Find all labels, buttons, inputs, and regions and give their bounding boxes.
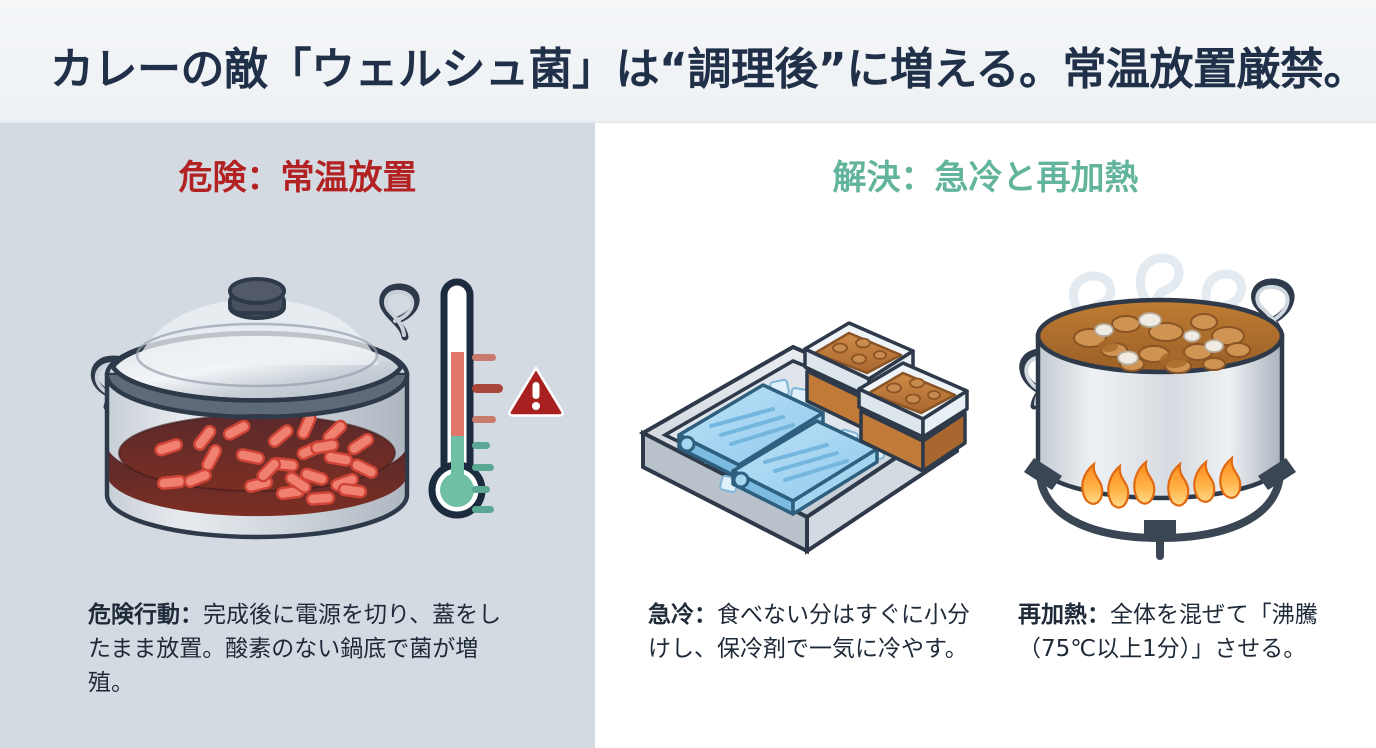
caption-danger-label: 危険行動： <box>88 602 203 628</box>
curry-bubbles <box>1073 312 1251 374</box>
page-title: カレーの敵「ウェルシュ菌」は“調理後”に増える。常温放置厳禁。 <box>50 44 1368 95</box>
caption-danger: 危険行動：完成後に電源を切り、蓋をしたまま放置。酸素のない鍋底で菌が増殖。 <box>88 598 508 700</box>
caption-rapid-cooling-body: 食べない分はすぐに小分けし、保冷剤で一気に冷やす。 <box>648 602 970 663</box>
container-stack-front <box>857 361 969 473</box>
header-bar: カレーの敵「ウェルシュ菌」は“調理後”に増える。常温放置厳禁。 <box>0 0 1376 123</box>
pot-handle-right <box>379 283 420 341</box>
heading-solution: 解決：急冷と再加熱 <box>832 158 1139 198</box>
illustration-reheating-pot <box>1008 232 1318 560</box>
illustration-thermometer <box>428 278 492 528</box>
caption-danger-body: 完成後に電源を切り、蓋をしたまま放置。酸素のない鍋底で菌が増殖。 <box>88 602 502 697</box>
thermometer-fill <box>440 352 474 507</box>
warning-triangle-icon <box>508 365 564 417</box>
heading-danger: 危険：常温放置 <box>178 158 417 198</box>
caption-rapid-cooling-label: 急冷： <box>648 602 717 628</box>
container-stack-back <box>803 321 915 433</box>
illustration-covered-pot <box>90 255 425 555</box>
burner-legs <box>1024 458 1296 534</box>
caption-reheating: 再加熱：全体を混ぜて「沸騰（75℃以上1分）」させる。 <box>1018 598 1348 666</box>
caption-reheating-label: 再加熱： <box>1018 602 1110 628</box>
pot-lid <box>110 277 404 403</box>
illustration-ice-tray <box>625 285 969 555</box>
thermometer-tick-marks <box>470 350 510 513</box>
gas-flames <box>1081 455 1242 509</box>
bacteria-cluster <box>154 411 379 506</box>
caption-rapid-cooling: 急冷：食べない分はすぐに小分けし、保冷剤で一気に冷やす。 <box>648 598 978 666</box>
caption-reheating-body: 全体を混ぜて「沸騰（75℃以上1分）」させる。 <box>1018 602 1318 663</box>
gas-burner-grate <box>1035 464 1285 560</box>
ice-pack-2 <box>731 419 879 516</box>
